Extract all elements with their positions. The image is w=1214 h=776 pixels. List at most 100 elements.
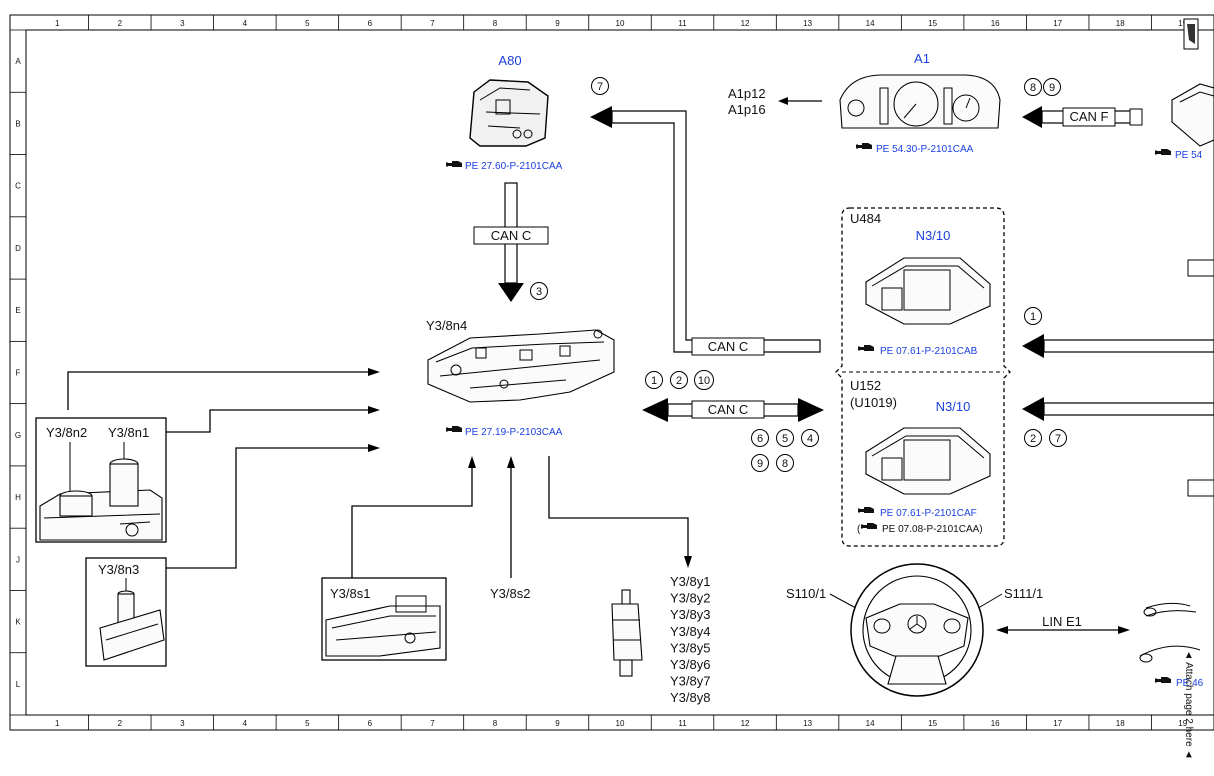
a80-code: A80 (498, 53, 521, 68)
can-c-upper-bus[interactable]: CAN C (590, 106, 821, 356)
y3-8n4-module[interactable]: Y3/8n4 PE 27.19-P-2103CAA (426, 318, 615, 438)
row-tick-label: B (15, 119, 20, 128)
n3-10-u152[interactable]: U152 (U1019) N3/10 PE 07.61-P-2101CAF ( … (850, 378, 991, 535)
column-tick-label: 15 (928, 19, 937, 28)
column-tick-label: 1 (55, 719, 60, 728)
svg-text:9: 9 (1049, 82, 1055, 94)
a80-illustration (469, 79, 549, 147)
n3-10-illustration (865, 257, 991, 325)
can-c-upper-label: CAN C (708, 339, 748, 354)
can-c-lower-bus[interactable]: CAN C (642, 398, 824, 422)
row-tick-label: G (15, 431, 21, 440)
svg-text:7: 7 (597, 81, 603, 93)
n3-10-u484[interactable]: U484 N3/10 PE 07.61-P-2101CAB (850, 211, 991, 357)
column-tick-label: 18 (1116, 719, 1125, 728)
a1-instrument-cluster[interactable]: A1 PE 54.30-P-2101CAA (839, 51, 1001, 155)
can-c-vertical-bus[interactable]: CAN C (473, 182, 549, 302)
pointing-hand-icon (1155, 677, 1171, 683)
column-tick-label: 13 (803, 719, 812, 728)
svg-text:PE 07.61-P-2101CAF: PE 07.61-P-2101CAF (880, 508, 977, 519)
corner-flag-icon (1183, 18, 1199, 50)
circle-3: 3 (530, 282, 548, 300)
y3-8n4-code: Y3/8n4 (426, 318, 467, 333)
circle-1-right: 1 (1030, 311, 1036, 323)
solenoid-valve-label: Y3/8y6 (670, 657, 710, 672)
solenoid-valve-label: Y3/8y3 (670, 607, 710, 622)
column-tick-label: 4 (243, 719, 248, 728)
u484-label: U484 (850, 211, 881, 226)
svg-text:PE 46: PE 46 (1176, 678, 1204, 689)
sensor-n3-box[interactable]: Y3/8n3 (85, 557, 167, 667)
svg-text:1: 1 (651, 375, 657, 387)
solenoid-valve-label: Y3/8y8 (670, 690, 710, 705)
column-tick-label: 6 (368, 719, 373, 728)
column-tick-label: 18 (1116, 19, 1125, 28)
drawing-frame (9, 14, 1214, 731)
column-tick-label: 5 (305, 719, 310, 728)
cut-component-b: PE 54 (1155, 83, 1214, 161)
u152-ref2[interactable]: ( PE 07.08-P-2101CAA) (857, 523, 983, 535)
column-tick-label: 8 (493, 19, 498, 28)
a80-ref[interactable]: PE 27.60-P-2101CAA (446, 161, 563, 172)
sensor-s1-illustration (325, 595, 441, 657)
u1019-label: (U1019) (850, 395, 897, 410)
row-tick-label: A (15, 57, 21, 66)
y3-8n2-label: Y3/8n2 (46, 425, 87, 440)
column-tick-label: 1 (55, 19, 60, 28)
svg-text:2: 2 (676, 375, 682, 387)
row-tick-label: J (16, 555, 20, 564)
u152-ref[interactable]: PE 07.61-P-2101CAF (858, 507, 977, 519)
solenoid-valve-label: Y3/8y5 (670, 640, 710, 655)
column-tick-label: 3 (180, 719, 185, 728)
sensor-n2-n1-box[interactable]: Y3/8n2 Y3/8n1 (35, 417, 167, 543)
n3-10-code: N3/10 (936, 399, 971, 414)
steering-wheel[interactable]: S110/1 S111/1 (786, 563, 1043, 697)
svg-text:10: 10 (698, 375, 710, 387)
column-tick-label: 17 (1053, 19, 1062, 28)
y3-8n4-ref[interactable]: PE 27.19-P-2103CAA (446, 426, 563, 438)
column-tick-label: 16 (991, 719, 1000, 728)
can-f-label: CAN F (1070, 109, 1109, 124)
svg-text:PE 54: PE 54 (1175, 150, 1203, 161)
column-tick-label: 11 (678, 19, 687, 28)
svg-text:4: 4 (807, 433, 813, 445)
row-tick-label: F (16, 369, 21, 378)
cut-component-l: PE 46 (1139, 602, 1204, 689)
column-tick-label: 9 (555, 719, 560, 728)
pointing-hand-icon (861, 523, 877, 529)
column-tick-label: 17 (1053, 719, 1062, 728)
svg-text:PE 54.30-P-2101CAA: PE 54.30-P-2101CAA (876, 144, 974, 155)
attach-page-note: ◄ Attach page 2 here ◄ (1183, 650, 1194, 759)
solenoid-valve-illustration (611, 589, 643, 677)
a80-module[interactable]: A80 PE 27.60-P-2101CAA (446, 53, 563, 172)
column-tick-label: 4 (243, 19, 248, 28)
column-tick-label: 7 (430, 719, 435, 728)
solenoid-valve-label: Y3/8y2 (670, 591, 710, 606)
circle-7-top: 7 (591, 77, 609, 95)
column-tick-label: 13 (803, 19, 812, 28)
column-tick-label: 10 (616, 19, 625, 28)
n3-10-illustration (865, 427, 991, 495)
sensor-n2-n1-illustration (39, 442, 163, 541)
sensor-s1-box[interactable]: Y3/8s1 (321, 577, 447, 661)
u484-ref[interactable]: PE 07.61-P-2101CAB (858, 345, 978, 357)
svg-text:PE 07.08-P-2101CAA): PE 07.08-P-2101CAA) (882, 524, 983, 535)
can-f-bus[interactable]: CAN F (1022, 106, 1143, 128)
svg-text:3: 3 (536, 286, 542, 298)
column-tick-label: 2 (118, 719, 123, 728)
row-tick-label: E (15, 306, 20, 315)
a1p16-label: A1p16 (728, 102, 766, 117)
pointing-hand-icon (1155, 149, 1171, 155)
row-tick-label: H (15, 493, 21, 502)
pointing-hand-icon (446, 161, 462, 167)
svg-text:8: 8 (782, 458, 788, 470)
column-tick-label: 11 (678, 719, 687, 728)
column-tick-label: 3 (180, 19, 185, 28)
y3-8n3-label: Y3/8n3 (98, 562, 139, 577)
row-tick-label: K (15, 618, 21, 627)
a1-ref[interactable]: PE 54.30-P-2101CAA (856, 143, 974, 155)
lin-e1-bus[interactable]: LIN E1 (996, 614, 1130, 634)
